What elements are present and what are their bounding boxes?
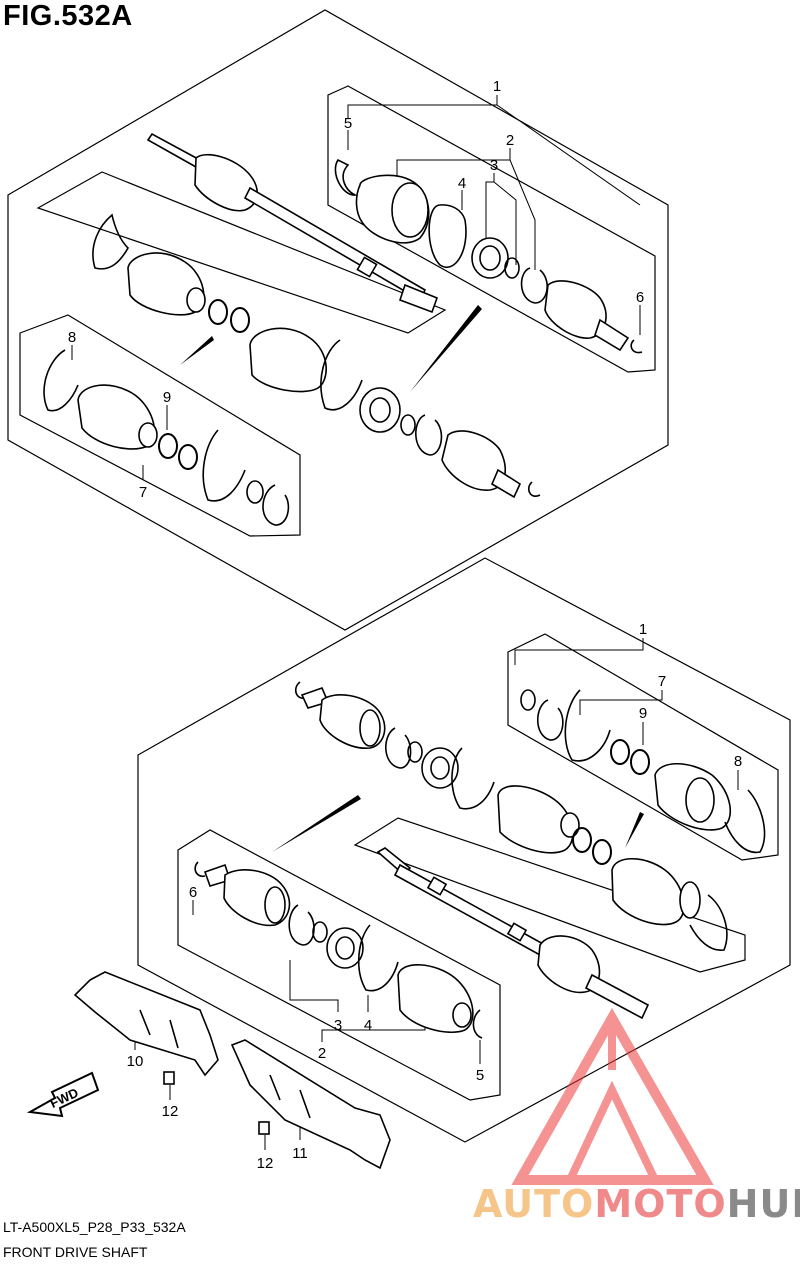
lower-callout-12a: 12 (162, 1103, 179, 1120)
upper-assembly: 1 2 3 4 5 6 7 8 9 (7, 9, 669, 631)
watermark-moto: MOTO (594, 1182, 726, 1226)
upper-callout-5: 5 (344, 115, 352, 132)
lower-right-subframe (507, 633, 779, 861)
lower-callout-6: 6 (189, 884, 197, 901)
lower-callout-7: 7 (658, 673, 666, 690)
lower-outer-joint-parts (294, 681, 612, 865)
lower-left-subframe (177, 829, 501, 1101)
watermark-hub: HUB (727, 1182, 800, 1226)
lower-right-parts (520, 689, 766, 854)
upper-callout-8: 8 (68, 329, 76, 346)
figure-code: LT-A500XL5_P28_P33_532A (3, 1219, 186, 1235)
lower-drive-shaft (376, 847, 728, 1020)
lower-callout-2: 2 (318, 1045, 326, 1062)
lower-callout-11: 11 (292, 1145, 308, 1162)
figure-title: FIG.532A (3, 0, 133, 32)
lower-assembly: FWD 1 7 9 8 6 3 4 2 5 10 11 12 12 (26, 557, 791, 1172)
watermark-auto: AUTO (473, 1182, 594, 1226)
guard-plate-11 (230, 1039, 391, 1170)
upper-right-joint-parts (334, 158, 643, 354)
watermark: AUTOMOTOHUB (473, 1007, 800, 1226)
lower-callout-5: 5 (476, 1067, 484, 1084)
upper-right-subframe (327, 85, 656, 373)
upper-middle-parts (92, 213, 541, 499)
lower-guard-plates (73, 971, 391, 1170)
fwd-arrow: FWD (26, 1071, 100, 1118)
bolt-12-upper (163, 1071, 175, 1085)
upper-callout-4: 4 (458, 175, 466, 192)
bolt-12-lower (258, 1121, 270, 1135)
lower-left-joint-parts (194, 861, 483, 1039)
upper-callout-9: 9 (163, 389, 171, 406)
upper-callout-1: 1 (493, 78, 501, 95)
upper-left-parts (43, 349, 290, 526)
upper-drive-shaft (146, 132, 439, 314)
lower-callout-1: 1 (639, 621, 647, 638)
upper-callout-6: 6 (636, 289, 644, 306)
upper-callout-2: 2 (506, 132, 514, 149)
lower-callout-3: 3 (334, 1017, 342, 1034)
lower-middle-subframe (353, 817, 746, 973)
upper-callout-7: 7 (139, 484, 147, 501)
upper-callout-3: 3 (490, 157, 498, 174)
lower-outer-frame (137, 557, 791, 1143)
lower-callout-4: 4 (364, 1017, 372, 1034)
guard-plate-10 (73, 971, 219, 1077)
lower-callout-9: 9 (639, 705, 647, 722)
upper-outer-frame (7, 9, 669, 631)
lower-callout-10: 10 (127, 1053, 144, 1070)
automotohub-logo-icon (511, 1007, 714, 1185)
lower-callout-12b: 12 (257, 1155, 274, 1172)
upper-left-subframe (19, 314, 301, 537)
upper-middle-subframe (36, 171, 447, 334)
svg-text:AUTOMOTOHUB: AUTOMOTOHUB (473, 1182, 800, 1226)
lower-callout-8: 8 (734, 753, 742, 770)
figure-name: FRONT DRIVE SHAFT (3, 1244, 148, 1260)
